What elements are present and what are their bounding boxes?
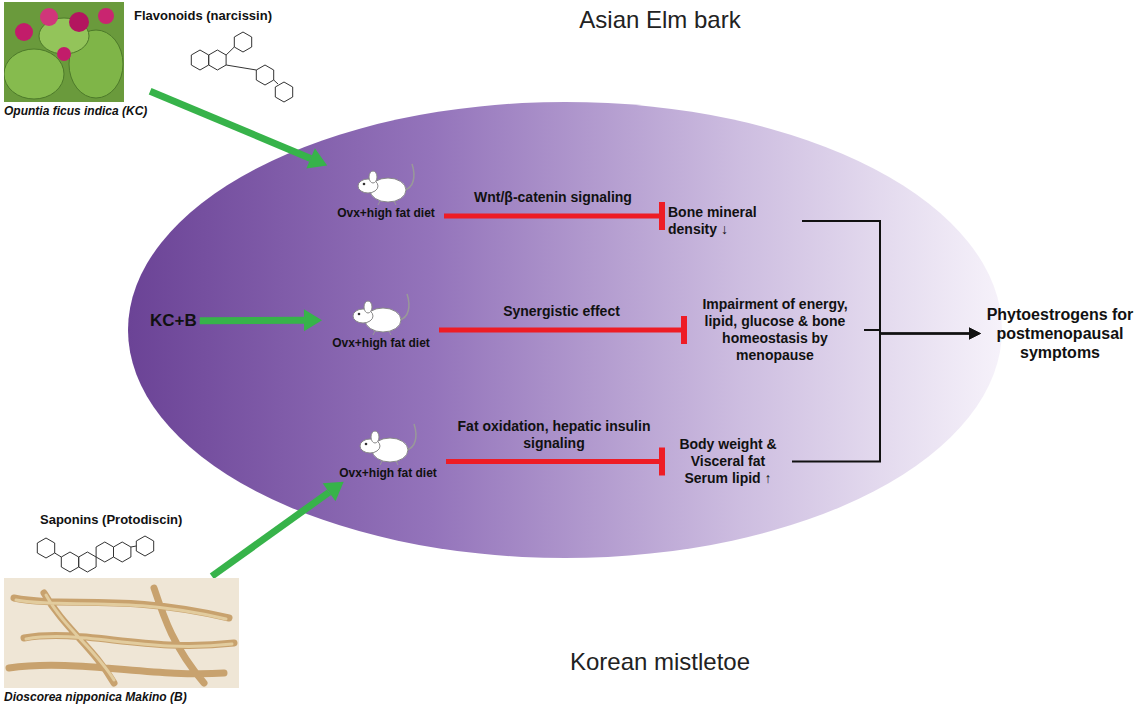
- connector: [439, 316, 684, 344]
- connector: [792, 328, 981, 462]
- mouse-figure: [349, 290, 413, 336]
- cactus-fruit: [98, 8, 114, 24]
- mouse-feet: [378, 201, 396, 205]
- photo-ground: [4, 578, 239, 688]
- edge-label: Wnt/β-catenin signaling: [474, 189, 632, 206]
- mouse-caption: Ovx+high fat diet: [332, 466, 444, 480]
- mouse-figure: [354, 160, 418, 206]
- protodioscin-structure: [37, 536, 153, 572]
- ring: [79, 552, 96, 572]
- ring: [256, 65, 273, 85]
- inhibit-bar: [659, 202, 665, 230]
- species-caption: Dioscorea nipponica Makino (B): [4, 690, 239, 704]
- arrow-head: [323, 482, 344, 501]
- mouse-node: Ovx+high fat diet: [332, 420, 444, 480]
- ring: [61, 552, 78, 572]
- compound-label: Saponins (Protodiscin): [40, 512, 182, 527]
- root-photo: [4, 578, 239, 688]
- conclusion-node: Phytoestrogens for postmenopausal sympto…: [985, 305, 1135, 362]
- ring: [234, 32, 251, 52]
- mouse-ear: [364, 301, 372, 313]
- connector: [150, 91, 327, 168]
- plant-heading: Asian Elm bark: [579, 6, 740, 34]
- mouse-caption: Ovx+high fat diet: [330, 206, 442, 220]
- mouse-node: Ovx+high fat diet: [330, 160, 442, 220]
- purple-ellipse: [128, 102, 1002, 558]
- arrow-head: [969, 328, 981, 340]
- photo-node: Opuntia ficus indica (KC): [4, 2, 147, 118]
- cactus-fruit: [69, 12, 89, 32]
- mouse-ear: [371, 431, 379, 443]
- ring: [114, 542, 131, 562]
- arrow-head: [306, 148, 327, 168]
- combo-node: KC+B: [150, 311, 197, 331]
- outcome-node: Impairment of energy, lipid, glucose & b…: [690, 296, 860, 364]
- connector: [200, 309, 322, 331]
- connector: [444, 202, 662, 230]
- connector-line: [446, 459, 662, 464]
- compound-label: Flavonoids (narcissin): [134, 8, 272, 23]
- cactus-fruit: [15, 23, 33, 41]
- connector: [446, 448, 662, 476]
- connector: [212, 482, 344, 577]
- outcome-text: Body weight & Visceral fat Serum lipid ↑: [668, 436, 788, 487]
- mouse-eye: [365, 443, 368, 446]
- cactus-photo: [4, 2, 124, 102]
- species-caption: Opuntia ficus indica (KC): [4, 104, 147, 118]
- mouse-feet: [373, 331, 391, 335]
- connector-line: [200, 317, 304, 325]
- connector-line: [792, 334, 969, 462]
- outcome-node: Body weight & Visceral fat Serum lipid ↑: [668, 436, 788, 487]
- bond: [226, 47, 278, 84]
- arrow-head: [304, 309, 322, 331]
- connector-line: [150, 91, 311, 158]
- inhibit-bar: [659, 448, 665, 476]
- cactus-fruit: [57, 47, 71, 61]
- ring: [96, 542, 113, 562]
- plant-heading: Korean mistletoe: [570, 648, 750, 676]
- outcome-text: Impairment of energy, lipid, glucose & b…: [690, 296, 860, 364]
- combo-text: KC+B: [150, 311, 197, 331]
- photo-ground: [4, 2, 124, 102]
- narcissin-structure: [191, 32, 292, 102]
- conclusion-text: Phytoestrogens for postmenopausal sympto…: [985, 305, 1135, 362]
- mouse-feet: [380, 461, 398, 465]
- edge-label: Fat oxidation, hepatic insulin signaling: [454, 418, 654, 452]
- mouse-ear: [369, 171, 377, 183]
- connector-line: [444, 214, 662, 219]
- bond: [55, 546, 137, 557]
- mouse-node: Ovx+high fat diet: [325, 290, 437, 350]
- ring: [275, 82, 292, 102]
- root: [16, 595, 232, 680]
- cactus-fruit: [40, 8, 58, 26]
- mouse-eye: [358, 313, 361, 316]
- ring: [136, 536, 153, 556]
- mouse-figure: [356, 420, 420, 466]
- arrow-head: [969, 328, 981, 340]
- ring: [37, 538, 54, 558]
- arrow-head: [969, 328, 981, 340]
- outcome-node: Bone mineral density ↓: [668, 204, 798, 238]
- ring: [209, 50, 226, 70]
- connector-line: [439, 328, 684, 333]
- mouse-eye: [363, 183, 366, 186]
- cactus-pad: [4, 49, 64, 99]
- ring: [191, 50, 208, 70]
- outcome-text: Bone mineral density ↓: [668, 204, 798, 238]
- connector-line: [212, 492, 329, 576]
- photo-node: Dioscorea nipponica Makino (B): [4, 578, 239, 704]
- inhibit-bar: [681, 316, 687, 344]
- root: [9, 588, 234, 683]
- edge-label: Synergistic effect: [503, 303, 620, 320]
- mouse-caption: Ovx+high fat diet: [325, 336, 437, 350]
